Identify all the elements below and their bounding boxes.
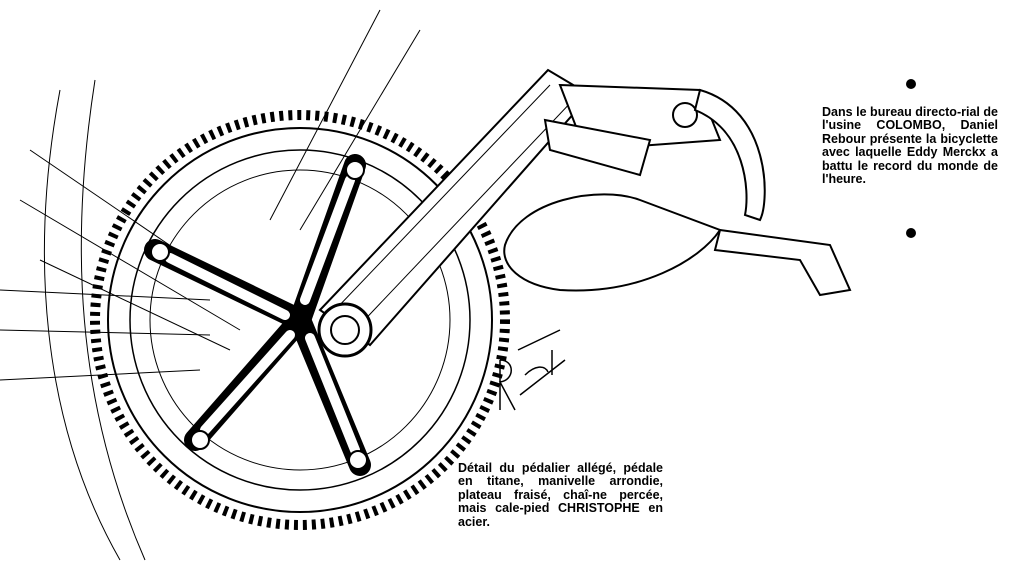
wheel-spokes — [0, 9, 421, 561]
caption-bullet-top — [906, 79, 916, 89]
chainring — [90, 110, 510, 530]
artist-signature — [498, 329, 566, 411]
caption-top: Dans le bureau directo-rial de l'usine C… — [822, 105, 998, 187]
pedal — [503, 83, 852, 297]
caption-bullet-bottom — [906, 228, 916, 238]
caption-bottom: Détail du pédalier allégé, pédale en tit… — [458, 461, 663, 529]
